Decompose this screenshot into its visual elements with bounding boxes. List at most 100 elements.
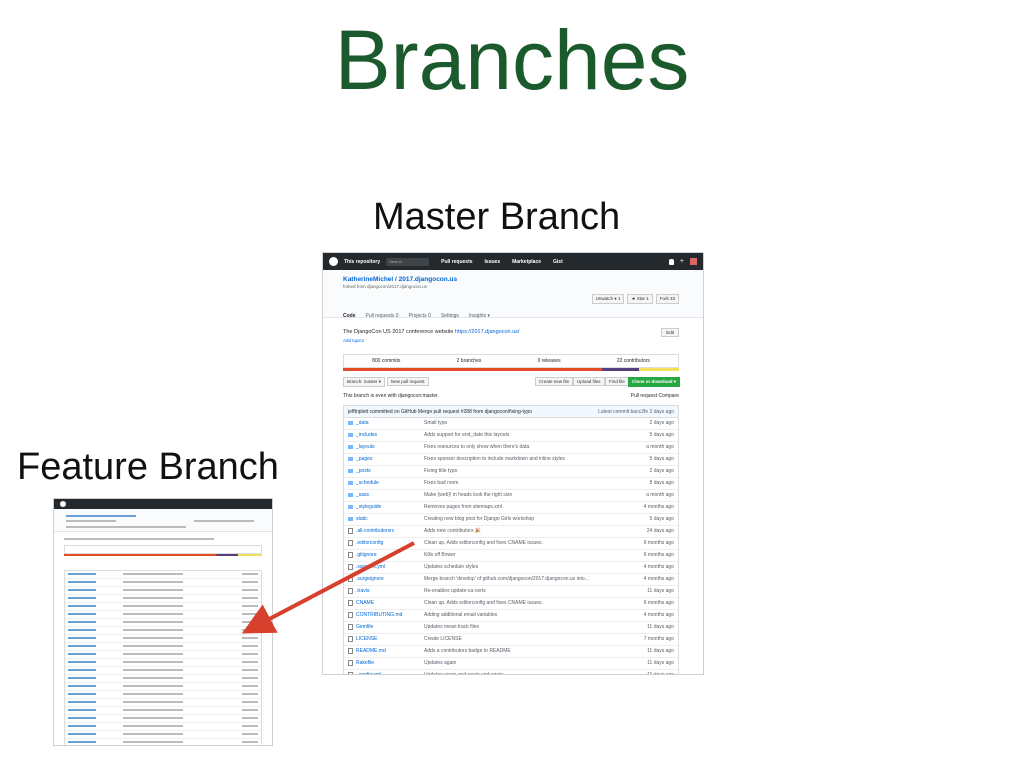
- tab-code[interactable]: Code: [343, 313, 356, 319]
- file-name[interactable]: _posts: [356, 468, 371, 474]
- file-row[interactable]: _layouts Fixes resources to only show whe…: [344, 442, 678, 454]
- file-commit-message[interactable]: Make {web}! in heads look the right size: [424, 492, 513, 498]
- file-name[interactable]: _includes: [356, 432, 378, 438]
- file-name[interactable]: CNAME: [356, 600, 375, 606]
- file-row[interactable]: static Creating new blog post for Django …: [344, 514, 678, 526]
- branch-select[interactable]: Branch: master ▾: [343, 377, 386, 387]
- file-commit-message[interactable]: Clean up. Adds editorconfig and fixes CN…: [424, 540, 543, 546]
- file-name[interactable]: static: [356, 516, 368, 522]
- file-time: 4 months ago: [643, 576, 674, 582]
- nav-gist[interactable]: Gist: [553, 258, 563, 265]
- file-row[interactable]: _config.yml Updates again and again and a…: [344, 670, 678, 675]
- nav-marketplace[interactable]: Marketplace: [512, 258, 542, 265]
- file-commit-message[interactable]: Fixes bad room: [424, 480, 459, 486]
- file-commit-message[interactable]: Creating new blog post for Django Girls …: [424, 516, 535, 522]
- website-link[interactable]: https://2017.djangocon.us/: [454, 329, 520, 335]
- releases-count[interactable]: 0 releases: [537, 358, 561, 364]
- branches-count[interactable]: 2 branches: [456, 358, 482, 364]
- file-commit-message[interactable]: Updates again: [424, 660, 457, 666]
- file-commit-message[interactable]: Adding additional email variables: [424, 612, 498, 618]
- file-commit-message[interactable]: Adds support for end_date this layouts: [424, 432, 510, 438]
- file-time: 24 days ago: [646, 528, 674, 534]
- file-name[interactable]: Gemfile: [356, 624, 374, 630]
- file-name[interactable]: .gitignore: [356, 552, 377, 558]
- unwatch-button[interactable]: Unwatch ▾ 1: [591, 294, 625, 304]
- nav-issues[interactable]: Issues: [484, 258, 501, 265]
- file-row[interactable]: .all-contributorsrc Adds new contributors…: [344, 526, 678, 538]
- commits-count[interactable]: 800 commits: [372, 358, 401, 364]
- tab-insights[interactable]: Insights ▾: [468, 313, 491, 319]
- file-name[interactable]: _data: [356, 420, 369, 426]
- file-commit-message[interactable]: Create LICENSE: [424, 636, 462, 642]
- edit-button[interactable]: Edit: [661, 328, 679, 337]
- file-commit-message[interactable]: Removes pages from sitemaps.xml: [424, 504, 503, 510]
- commit-info[interactable]: Latest commit bacc2fe 2 days ago: [598, 409, 674, 415]
- file-commit-message[interactable]: Updates schedule styles: [424, 564, 479, 570]
- file-name[interactable]: LICENSE: [356, 636, 378, 642]
- file-name[interactable]: _sass: [356, 492, 370, 498]
- file-commit-message[interactable]: Updates again and again and again: [424, 672, 503, 675]
- create-file-button[interactable]: Create new file: [535, 377, 574, 386]
- star-button[interactable]: ★ Star 1: [627, 294, 653, 304]
- file-name[interactable]: .all-contributorsrc: [356, 528, 395, 534]
- file-name[interactable]: README.md: [356, 648, 386, 654]
- file-name[interactable]: _styleguide: [356, 504, 382, 510]
- file-name[interactable]: .editorconfig: [356, 540, 384, 546]
- file-name[interactable]: CONTRIBUTING.md: [356, 612, 403, 618]
- file-name[interactable]: _layouts: [356, 444, 375, 450]
- file-row[interactable]: _styleguide Removes pages from sitemaps.x…: [344, 502, 678, 514]
- file-row[interactable]: CNAME Clean up. Adds editorconfig and fix…: [344, 598, 678, 610]
- file-commit-message[interactable]: Adds new contributors 🎉: [424, 528, 482, 534]
- file-commit-message[interactable]: Clean up. Adds editorconfig and fixes CN…: [424, 600, 543, 606]
- compare-links[interactable]: Pull request Compare: [630, 393, 679, 399]
- avatar[interactable]: [690, 258, 697, 265]
- file-commit-message[interactable]: Small typo: [424, 420, 448, 426]
- new-pull-request-button[interactable]: New pull request: [387, 377, 429, 386]
- file-icon: [348, 588, 353, 594]
- plus-icon[interactable]: +: [679, 258, 684, 265]
- add-topics-link[interactable]: Add topics: [343, 338, 365, 343]
- clone-button[interactable]: Clone or download ▾: [628, 377, 681, 387]
- file-row[interactable]: _pages Fixes sponsor description to inclu…: [344, 454, 678, 466]
- file-name[interactable]: _pages: [356, 456, 373, 462]
- file-row[interactable]: _includes Adds support for end_date this …: [344, 430, 678, 442]
- bell-icon[interactable]: [668, 258, 674, 265]
- file-commit-message[interactable]: Kills off Bower: [424, 552, 456, 558]
- file-commit-message[interactable]: Updates mean track files: [424, 624, 480, 630]
- file-name[interactable]: .surgeignore: [356, 576, 384, 582]
- contributors-count[interactable]: 22 contributors: [616, 358, 650, 364]
- tab-pull-requests[interactable]: Pull requests 0: [365, 313, 399, 319]
- file-row[interactable]: README.md Adds a contributors badge to RE…: [344, 646, 678, 658]
- nav-pull-requests[interactable]: Pull requests: [441, 258, 473, 265]
- file-name[interactable]: _schedule: [356, 480, 379, 486]
- file-row[interactable]: CONTRIBUTING.md Adding additional email v…: [344, 610, 678, 622]
- file-row[interactable]: .editorconfig Clean up. Adds editorconfig…: [344, 538, 678, 550]
- fork-button[interactable]: Fork 33: [655, 294, 679, 304]
- file-commit-message[interactable]: Re-enables update-ca-certs: [424, 588, 486, 594]
- file-commit-message[interactable]: Fixes sponsor description to include mar…: [424, 456, 565, 462]
- commit-message[interactable]: jefftriplett committed on GitHub Merge p…: [348, 409, 532, 415]
- file-name[interactable]: .travis: [356, 588, 370, 594]
- repo-description: The DjangoCon US 2017 conference website…: [323, 318, 703, 349]
- file-icon: [348, 528, 353, 534]
- repo-title[interactable]: KatherineMichel / 2017.djangocon.us: [343, 276, 458, 283]
- file-commit-message[interactable]: Merge branch 'develop' of github.com/dja…: [424, 576, 589, 582]
- upload-files-button[interactable]: Upload files: [573, 377, 605, 386]
- file-commit-message[interactable]: Fixing title typo: [424, 468, 458, 474]
- search-input[interactable]: Search: [386, 257, 430, 266]
- file-commit-message[interactable]: Fixes resources to only show when there'…: [424, 444, 530, 450]
- tab-projects[interactable]: Projects 0: [408, 313, 431, 319]
- file-commit-message[interactable]: Adds a contributors badge to README: [424, 648, 511, 654]
- file-row[interactable]: _sass Make {web}! in heads look the right…: [344, 490, 678, 502]
- tab-settings[interactable]: Settings: [440, 313, 459, 319]
- file-name[interactable]: _config.yml: [356, 672, 382, 675]
- file-name[interactable]: Rakefile: [356, 660, 375, 666]
